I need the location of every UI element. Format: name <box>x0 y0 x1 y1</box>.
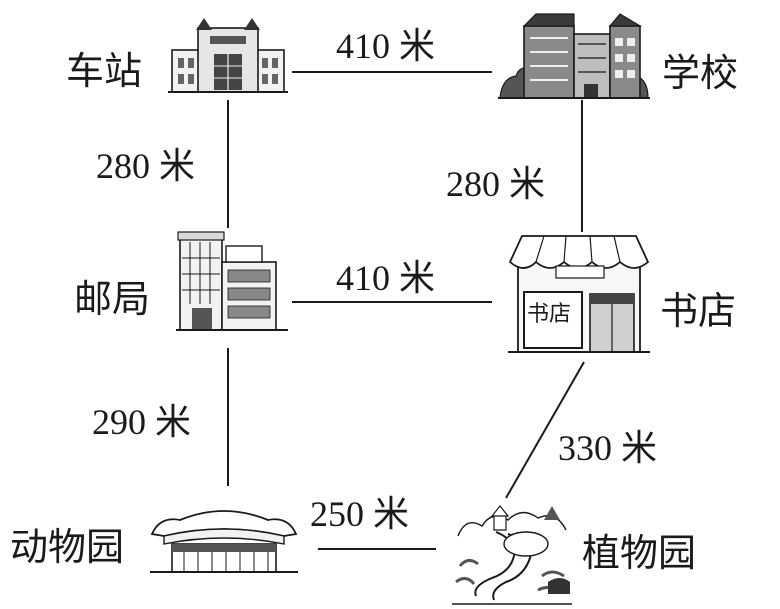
line-bookstore-garden <box>505 361 585 499</box>
school-building-icon <box>498 13 650 99</box>
post-office-building-icon <box>176 231 288 331</box>
label-bookstore: 书店 <box>660 289 737 333</box>
distance-post-office-bookstore: 410 米 <box>336 258 436 298</box>
bookstore-building-icon <box>508 235 650 353</box>
label-zoo: 动物园 <box>10 525 125 569</box>
label-botanical-garden: 植物园 <box>582 531 697 575</box>
distance-bookstore-garden: 330 米 <box>558 428 658 468</box>
botanical-garden-icon <box>452 505 572 605</box>
station-building-icon <box>168 18 288 93</box>
label-station: 车站 <box>66 49 143 93</box>
distance-school-bookstore: 280 米 <box>446 164 546 204</box>
label-post-office: 邮局 <box>74 277 151 321</box>
zoo-building-icon <box>150 510 298 573</box>
distance-post-office-zoo: 290 米 <box>92 402 192 442</box>
distance-zoo-garden: 250 米 <box>310 494 410 534</box>
bookstore-sign: 书店 <box>527 302 572 327</box>
label-school: 学校 <box>662 51 739 95</box>
distance-station-post-office: 280 米 <box>96 146 196 186</box>
distance-station-school: 410 米 <box>336 26 436 66</box>
